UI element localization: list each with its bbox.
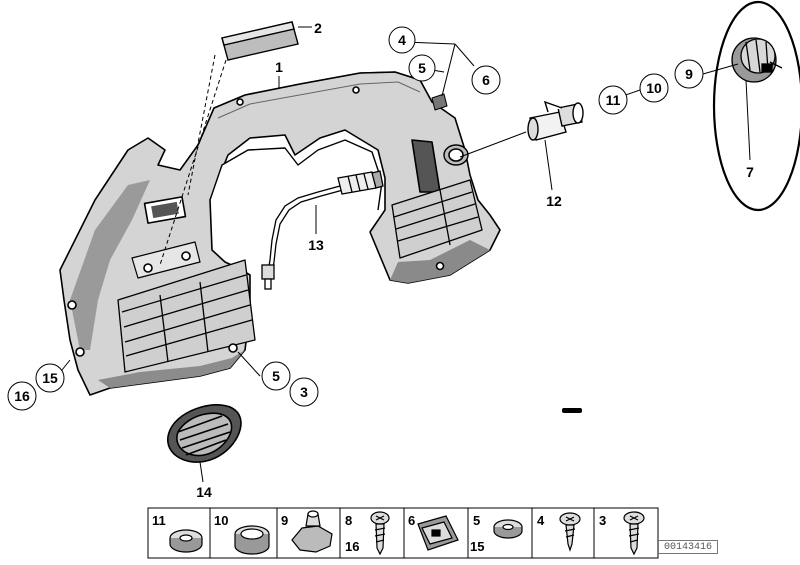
detail-oval [712,0,800,212]
callout-3: 3 [300,384,308,400]
callout-6: 6 [482,72,490,88]
trim-panel [59,71,501,396]
callout-2: 2 [314,20,322,36]
callout-1: 1 [275,59,283,75]
callouts: 1 2 4 5 6 9 10 11 7 12 13 15 16 5 3 14 [7,20,754,500]
callout-7: 7 [746,164,754,180]
screw-8-icon [370,511,390,556]
strip-label-4: 4 [537,513,545,528]
callout-14: 14 [196,484,212,500]
panel-vent-grille [117,259,256,373]
clip-6-icon [417,515,459,551]
callout-4: 4 [398,32,406,48]
strip-label-9: 9 [281,513,288,528]
part-12-plug [527,100,584,141]
callout-15: 15 [42,370,58,386]
part-14-vent [167,404,242,463]
strip-label-3: 3 [599,513,606,528]
part-13-sensor [261,170,384,290]
strip-label-15: 15 [470,539,484,554]
strip-label-11: 11 [152,513,166,528]
part-2-block [159,21,299,266]
ring-10-icon [234,525,270,555]
callout-11: 11 [606,92,621,108]
strip-label-10: 10 [214,513,228,528]
callout-5-bottom: 5 [272,368,280,384]
callout-13: 13 [308,237,324,253]
document-id: 00143416 [658,540,718,554]
small-dash-mark [562,408,582,413]
strip-label-6: 6 [408,513,415,528]
callout-5-top: 5 [418,60,426,76]
screw-3-icon [623,511,645,556]
callout-10: 10 [646,80,662,96]
callout-12: 12 [546,193,562,209]
screw-4-icon [559,512,581,552]
callout-9: 9 [685,66,693,82]
strip-label-16: 16 [345,539,359,554]
washer-11-icon [169,529,203,553]
callout-16: 16 [14,388,30,404]
parts-strip: 11 10 9 8 16 6 5 15 4 3 [147,507,659,559]
right-vent-grille [391,179,483,259]
strip-label-5: 5 [473,513,480,528]
strip-label-8: 8 [345,513,352,528]
nut-9-icon [291,510,333,553]
washer-5-icon [493,519,523,539]
